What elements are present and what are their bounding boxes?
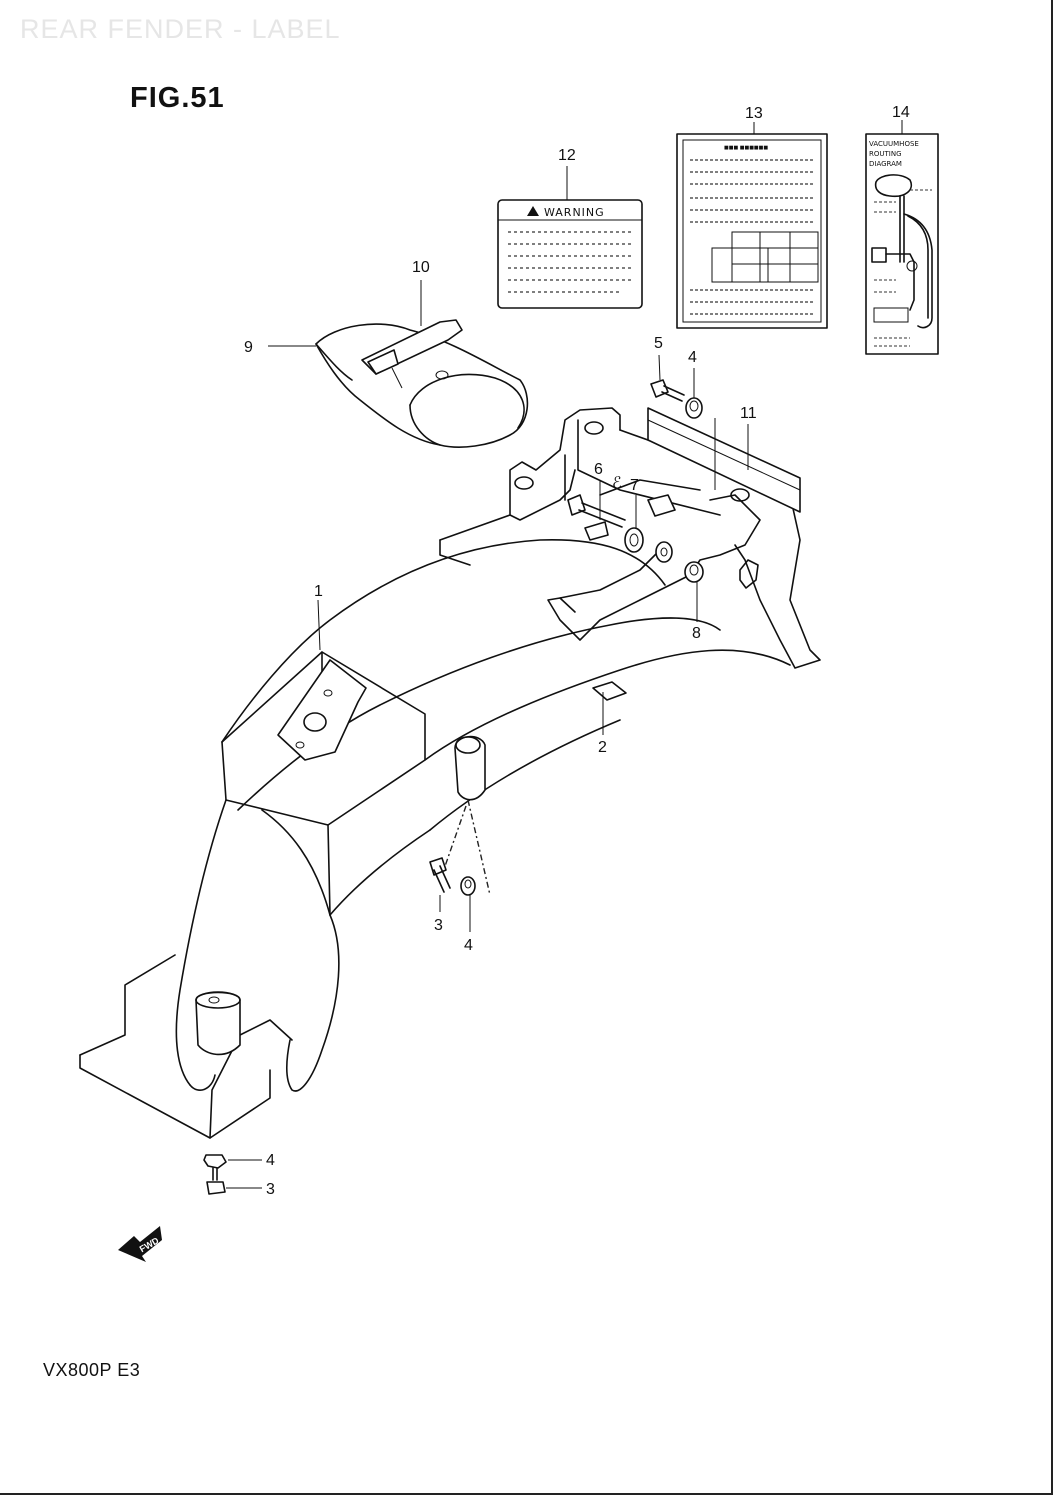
vacuum-hose-label-line-1: VACUUMHOSE [869, 140, 919, 148]
svg-text:ℰ: ℰ [612, 475, 622, 492]
callout-2: 2 [598, 739, 607, 756]
warning-label-text: WARNING [544, 206, 605, 219]
callout-6: 6 [594, 461, 603, 478]
svg-text:■■■ ■■■■■■: ■■■ ■■■■■■ [724, 145, 768, 151]
model-code: VX800P E3 [43, 1360, 141, 1380]
leader-lines [226, 120, 903, 1189]
callout-12: 12 [558, 147, 576, 164]
callout-3-mid: 3 [434, 917, 443, 934]
callout-3-bottom: 3 [266, 1181, 275, 1198]
part-13-info-label: ■■■ ■■■■■■ [676, 133, 828, 329]
vacuum-hose-label-line-2: ROUTING [869, 150, 902, 158]
part-3-bolt-mid [429, 857, 451, 893]
part-12-warning-label [497, 199, 643, 309]
callout-11: 11 [740, 405, 757, 422]
part-10-strap [361, 319, 463, 389]
callout-4-mid: 4 [464, 937, 473, 954]
part-3-bolt-bottom [206, 1167, 226, 1195]
figure-title: FIG.51 [130, 82, 225, 114]
part-5-bolt [650, 379, 685, 402]
part-4-nut-bottom [203, 1154, 227, 1169]
part-9-tool-pouch [315, 323, 529, 448]
callout-10: 10 [412, 259, 430, 276]
callout-4-top: 4 [688, 349, 697, 366]
callout-8: 8 [692, 625, 701, 642]
callout-14: 14 [892, 104, 910, 121]
rear-fender-part [79, 538, 791, 1139]
callout-13: 13 [745, 105, 763, 122]
part-11-strip [647, 407, 801, 513]
callout-7: 7 [630, 477, 639, 494]
part-8-nut [684, 561, 704, 583]
fwd-arrow-icon: FWD [118, 1226, 162, 1262]
part-2-small-label [592, 681, 627, 701]
callout-4-bottom: 4 [266, 1152, 275, 1169]
part-4-nut-mid [460, 876, 476, 896]
callout-5: 5 [654, 335, 663, 352]
vacuum-hose-label-line-3: DIAGRAM [869, 160, 902, 168]
section-title: REAR FENDER - LABEL [20, 14, 341, 44]
callout-9: 9 [244, 339, 253, 356]
part-7-bushing [624, 527, 673, 563]
callout-1: 1 [314, 583, 323, 600]
part-6-bolt [567, 494, 626, 528]
part-4-nut-top [685, 397, 703, 419]
